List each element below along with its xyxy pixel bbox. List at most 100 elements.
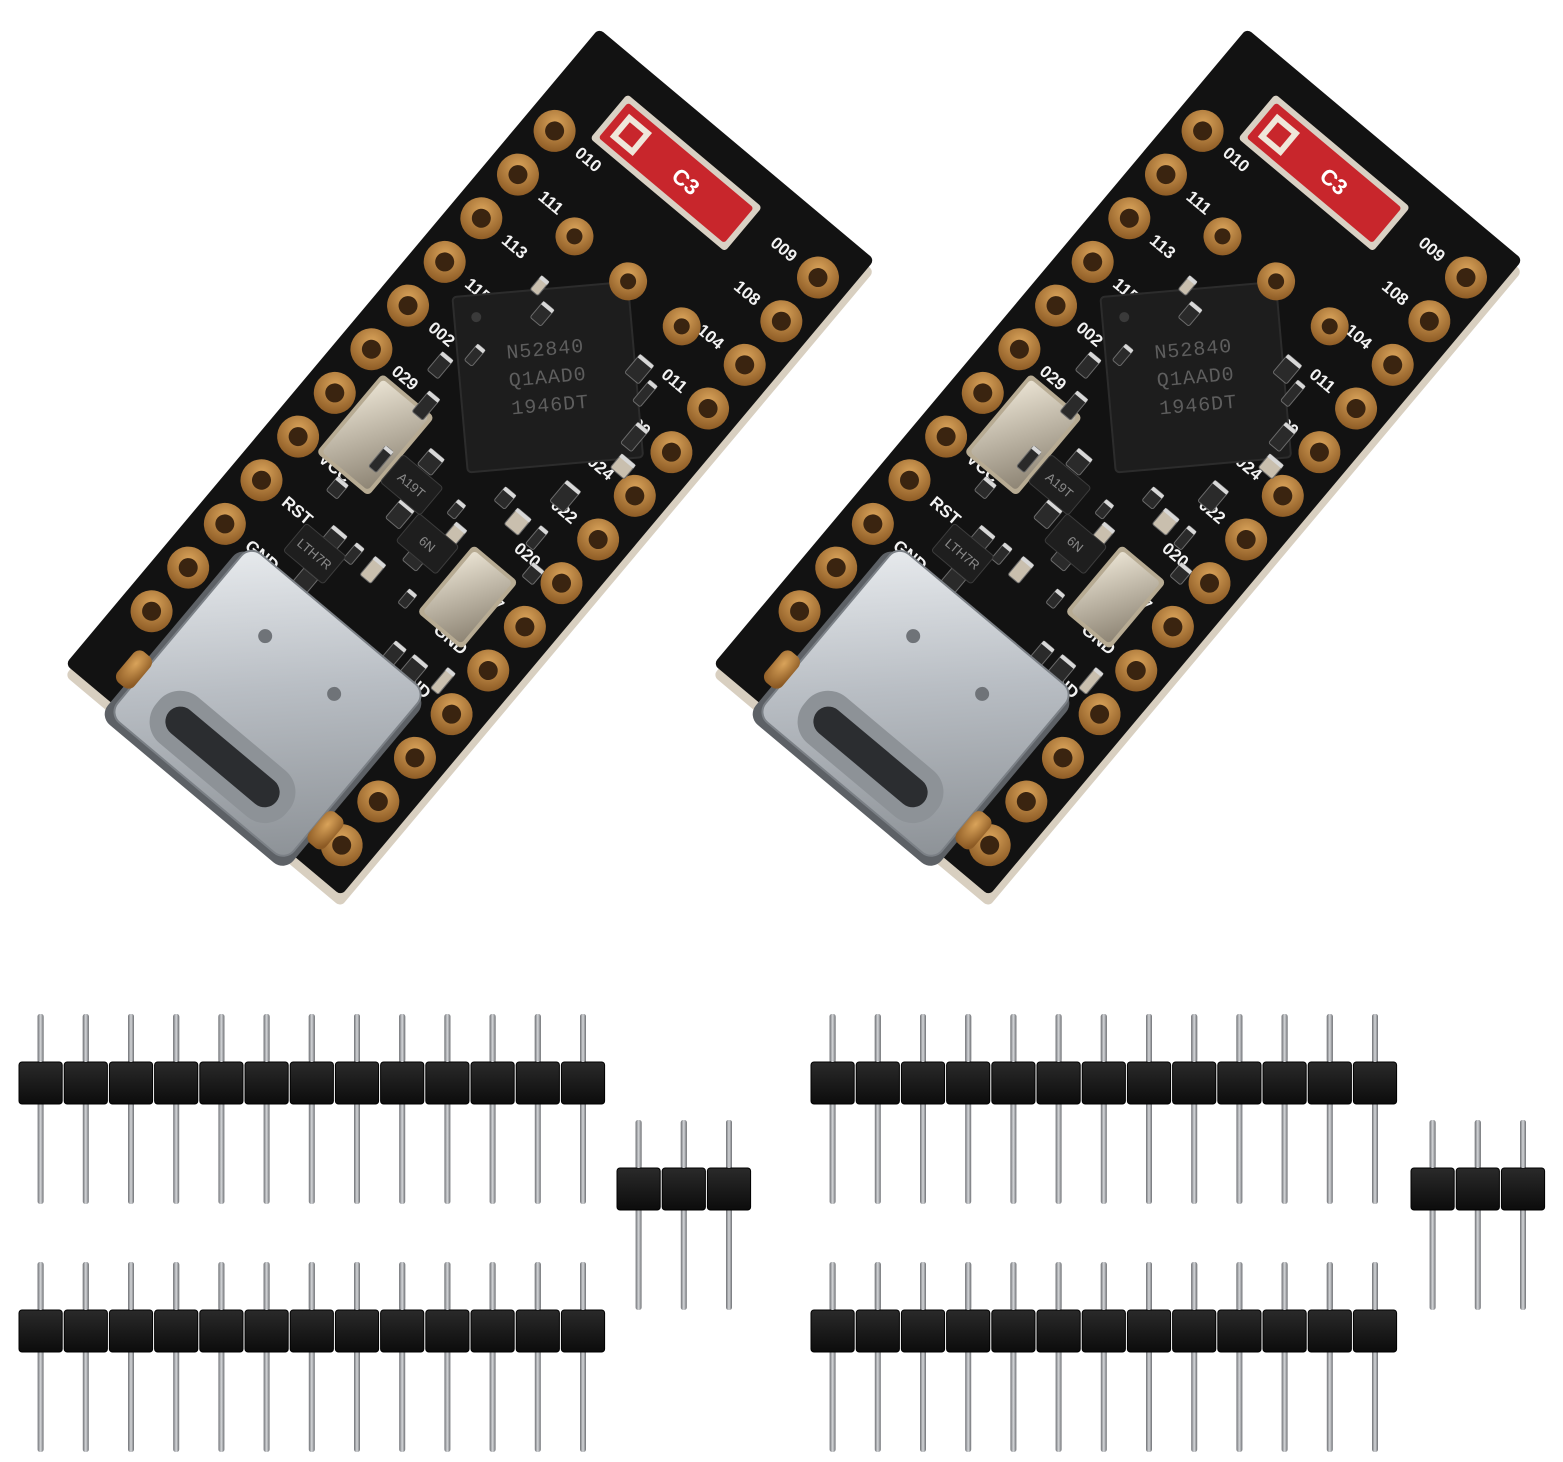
smd-cap bbox=[445, 667, 456, 677]
smd-cap bbox=[455, 499, 467, 509]
header-pin-top bbox=[1146, 1262, 1152, 1310]
pad-hole bbox=[288, 427, 308, 447]
pad-hole bbox=[1273, 486, 1293, 506]
smd-cap bbox=[354, 542, 365, 553]
header-block bbox=[900, 1061, 946, 1105]
header-block bbox=[380, 1309, 425, 1353]
header-pin-top bbox=[920, 1262, 926, 1310]
header-block bbox=[810, 1309, 855, 1353]
pad-hole bbox=[1009, 339, 1029, 359]
header-block bbox=[1217, 1309, 1262, 1353]
header-pin-top bbox=[1474, 1120, 1481, 1168]
header-pin-top bbox=[128, 1014, 134, 1062]
chip-dot bbox=[1119, 312, 1130, 323]
header-pin-top bbox=[1055, 1014, 1062, 1062]
pad-hole bbox=[936, 427, 956, 447]
usb-dimple bbox=[258, 629, 273, 644]
usb-c-connector bbox=[761, 549, 1070, 857]
smd-cap bbox=[335, 476, 349, 489]
smd-cap bbox=[978, 525, 996, 540]
pad-hole bbox=[545, 121, 565, 141]
header-block bbox=[1036, 1309, 1081, 1353]
pad-hole bbox=[620, 273, 637, 290]
header-block bbox=[425, 1309, 470, 1353]
pad-hole bbox=[215, 514, 235, 534]
pad-hole bbox=[980, 835, 1000, 855]
header-block bbox=[18, 1309, 63, 1353]
pcb-board: 010111113115002029031VCCRSTGNDRAWB+00910… bbox=[715, 30, 1521, 905]
smd-cap bbox=[635, 422, 649, 435]
pad-hole bbox=[1236, 530, 1256, 550]
pad-hole bbox=[1090, 704, 1110, 724]
pad-hole bbox=[1309, 442, 1329, 462]
pad-hole bbox=[1383, 355, 1403, 375]
pad-hole bbox=[1163, 617, 1183, 637]
pin-header-strip bbox=[18, 1014, 606, 1204]
smd-cap bbox=[541, 301, 555, 314]
header-block bbox=[1081, 1309, 1126, 1353]
boards-layer: 010111113115002029031VCCRSTGNDRAWB+00910… bbox=[67, 30, 1521, 905]
header-pin-top bbox=[173, 1014, 180, 1062]
smd-cap bbox=[1076, 448, 1093, 463]
header-pin-top bbox=[1010, 1014, 1017, 1062]
header-block bbox=[154, 1061, 199, 1105]
pin-header-strip bbox=[18, 1262, 606, 1452]
header-pin-top bbox=[920, 1014, 926, 1062]
smd-cap bbox=[530, 562, 545, 575]
header-pin-top bbox=[965, 1014, 972, 1062]
smd-cap bbox=[475, 343, 486, 354]
header-block bbox=[199, 1061, 244, 1105]
pin-header-strip bbox=[810, 1262, 1398, 1452]
header-pin-top bbox=[308, 1262, 315, 1310]
header-pin-top bbox=[1372, 1014, 1378, 1062]
smd-cap bbox=[1101, 521, 1116, 534]
header-pin-top bbox=[489, 1262, 496, 1310]
header-pin-top bbox=[1326, 1262, 1333, 1310]
smd-cap bbox=[383, 445, 394, 456]
header-block bbox=[470, 1309, 515, 1353]
header-block bbox=[199, 1309, 244, 1353]
header-block bbox=[108, 1309, 154, 1353]
header-block bbox=[470, 1061, 515, 1105]
header-pin-top bbox=[1372, 1262, 1378, 1310]
header-block bbox=[1262, 1061, 1307, 1105]
header-block bbox=[1036, 1061, 1081, 1105]
pad-hole bbox=[178, 558, 198, 578]
smd-cap bbox=[1031, 445, 1042, 456]
pad-hole bbox=[1016, 792, 1036, 812]
smd-cap bbox=[1163, 507, 1180, 523]
header-block bbox=[1307, 1309, 1352, 1353]
small-ic bbox=[1044, 514, 1107, 574]
smd-cap bbox=[1212, 480, 1229, 495]
header-block bbox=[1126, 1309, 1172, 1353]
pad-hole bbox=[1456, 268, 1476, 288]
header-pin-top bbox=[263, 1262, 270, 1310]
small-ic bbox=[396, 514, 459, 574]
smd-cap bbox=[1150, 486, 1165, 499]
smd-cap bbox=[1178, 562, 1193, 575]
smd-cap bbox=[1074, 390, 1089, 403]
header-block bbox=[1081, 1061, 1126, 1105]
header-pin-top bbox=[635, 1120, 642, 1168]
pad-hole bbox=[1126, 661, 1146, 681]
smd-part bbox=[430, 667, 456, 695]
pad-hole bbox=[790, 601, 810, 621]
smd-cap bbox=[406, 588, 418, 599]
pin-header-strip bbox=[616, 1120, 752, 1310]
smd-cap bbox=[1285, 354, 1302, 369]
header-block bbox=[1262, 1309, 1307, 1353]
header-block bbox=[1410, 1167, 1455, 1211]
pad-hole bbox=[508, 165, 528, 185]
pad-hole bbox=[588, 530, 608, 550]
header-pin-top bbox=[874, 1262, 881, 1310]
header-pin-top bbox=[1191, 1262, 1198, 1310]
header-pin-top bbox=[1055, 1262, 1062, 1310]
header-pin-top bbox=[829, 1262, 836, 1310]
header-block bbox=[946, 1061, 991, 1105]
header-block bbox=[515, 1309, 560, 1353]
header-block bbox=[1126, 1061, 1172, 1105]
pad-hole bbox=[142, 601, 162, 621]
pad-hole bbox=[332, 835, 352, 855]
header-pin-top bbox=[82, 1014, 89, 1062]
